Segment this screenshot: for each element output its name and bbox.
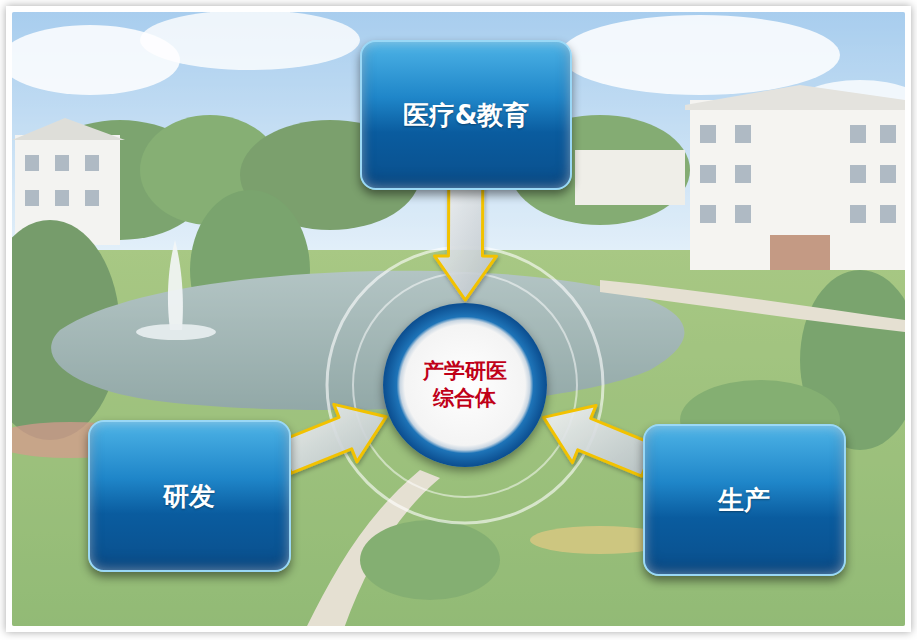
park-photo <box>12 12 905 626</box>
fade-overlay <box>12 12 905 626</box>
box-label: 医疗&教育 <box>403 98 530 133</box>
box-label: 生产 <box>718 483 770 518</box>
process-box: 研发 <box>88 420 291 572</box>
flow-arrow <box>279 404 387 473</box>
process-box: 生产 <box>643 424 846 576</box>
ring <box>353 273 577 497</box>
frame <box>6 6 911 632</box>
process-box: 医疗&教育 <box>360 40 572 190</box>
flow-arrow <box>434 184 496 300</box>
box-label: 研发 <box>163 479 215 514</box>
flow-arrow <box>544 405 655 476</box>
hub-circle: 产学研医 综合体 <box>383 303 547 467</box>
hub-label: 产学研医 综合体 <box>415 358 515 413</box>
